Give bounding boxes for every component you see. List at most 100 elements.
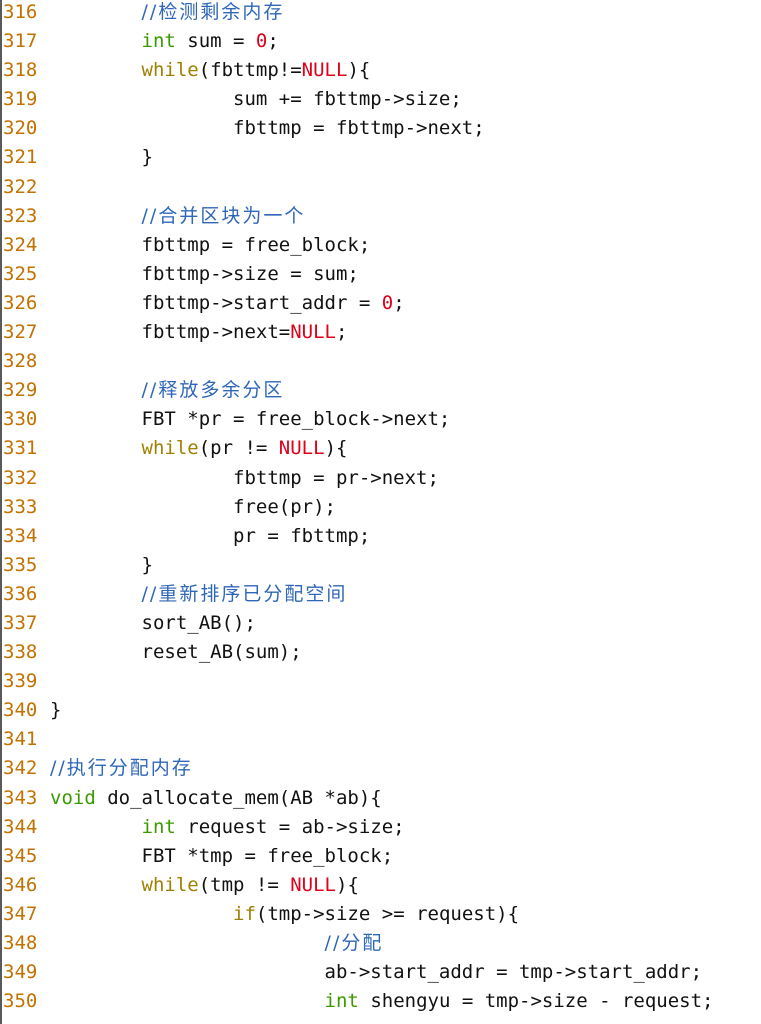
code-token-plain: ; — [393, 291, 405, 314]
code-line[interactable]: 338 reset_AB(sum); — [0, 638, 761, 667]
code-token-plain: sort_AB(); — [50, 611, 256, 634]
code-line[interactable]: 327 fbttmp->next=NULL; — [0, 318, 761, 347]
code-line[interactable]: 324 fbttmp = free_block; — [0, 231, 761, 260]
code-token-comment: //释放多余分区 — [141, 379, 285, 402]
code-line[interactable]: 343 void do_allocate_mem(AB *ab){ — [0, 784, 761, 813]
code-line[interactable]: 330 FBT *pr = free_block->next; — [0, 405, 761, 434]
code-line[interactable]: 337 sort_AB(); — [0, 609, 761, 638]
line-content: while(fbttmp!=NULL){ — [50, 56, 371, 85]
code-line[interactable]: 341 — [0, 725, 761, 754]
line-number: 338 — [3, 641, 38, 664]
code-token-plain — [50, 205, 142, 227]
code-token-plain: ){ — [347, 59, 371, 82]
line-content: pr = fbttmp; — [50, 522, 370, 551]
line-number: 317 — [3, 30, 38, 53]
line-content: free(pr); — [50, 493, 336, 522]
code-token-plain: fbttmp->next= — [50, 321, 291, 344]
code-token-const: NULL — [301, 59, 348, 82]
line-number: 340 — [3, 699, 38, 722]
code-line[interactable]: 325 fbttmp->size = sum; — [0, 260, 761, 289]
code-line[interactable]: 342//执行分配内存 — [0, 754, 761, 783]
line-number: 333 — [3, 495, 38, 518]
code-line[interactable]: 334 pr = fbttmp; — [0, 522, 761, 551]
code-token-plain: pr = fbttmp; — [50, 524, 371, 547]
code-line[interactable]: 347 if(tmp->size >= request){ — [0, 900, 761, 929]
line-content: fbttmp = pr->next; — [50, 464, 439, 493]
code-token-plain: do_allocate_mem(AB *ab){ — [95, 786, 382, 809]
code-token-plain — [50, 583, 142, 605]
code-token-plain: reset_AB(sum); — [50, 641, 302, 664]
line-number: 325 — [3, 262, 38, 285]
line-number: 350 — [3, 990, 38, 1013]
code-token-plain — [50, 379, 142, 401]
code-line[interactable]: 318 while(fbttmp!=NULL){ — [0, 56, 761, 85]
line-content: int shengyu = tmp->size - request; — [50, 987, 714, 1016]
code-line[interactable]: 336 //重新排序已分配空间 — [0, 580, 761, 609]
line-number: 343 — [3, 786, 38, 809]
line-content: sum += fbttmp->size; — [50, 85, 462, 114]
code-line[interactable]: 329 //释放多余分区 — [0, 376, 761, 405]
code-token-num: 0 — [381, 291, 394, 314]
code-line[interactable]: 349 ab->start_addr = tmp->start_addr; — [0, 958, 761, 987]
code-token-plain: fbttmp = free_block; — [50, 233, 371, 256]
line-content: fbttmp = fbttmp->next; — [50, 114, 485, 143]
code-line[interactable]: 332 fbttmp = pr->next; — [0, 464, 761, 493]
code-token-plain — [50, 874, 142, 896]
code-token-plain: FBT *tmp = free_block; — [50, 844, 394, 867]
code-token-keyword: if — [233, 902, 256, 925]
code-line[interactable]: 346 while(tmp != NULL){ — [0, 871, 761, 900]
code-line[interactable]: 340} — [0, 696, 761, 725]
code-line[interactable]: 339 — [0, 667, 761, 696]
code-line[interactable]: 335 } — [0, 551, 761, 580]
line-number: 349 — [3, 961, 38, 984]
line-number: 321 — [3, 146, 38, 169]
code-token-plain: shengyu = tmp->size - request; — [358, 990, 714, 1013]
line-content: //重新排序已分配空间 — [50, 580, 347, 609]
code-token-plain: (pr != — [198, 437, 279, 460]
code-line[interactable]: 328 — [0, 347, 761, 376]
code-line[interactable]: 326 fbttmp->start_addr = 0; — [0, 289, 761, 318]
code-token-plain: (tmp->size >= request){ — [255, 902, 520, 925]
line-number: 337 — [3, 611, 38, 634]
code-token-plain: fbttmp = fbttmp->next; — [50, 117, 485, 140]
code-line[interactable]: 319 sum += fbttmp->size; — [0, 85, 761, 114]
code-line[interactable]: 344 int request = ab->size; — [0, 813, 761, 842]
line-content: fbttmp = free_block; — [50, 231, 371, 260]
code-token-type: int — [141, 815, 176, 838]
line-content: //检测剩余内存 — [50, 0, 284, 27]
line-content: void do_allocate_mem(AB *ab){ — [50, 784, 382, 813]
code-line[interactable]: 316 //检测剩余内存 — [0, 0, 761, 27]
code-token-plain: ){ — [324, 437, 348, 460]
line-content: } — [50, 551, 153, 580]
code-line[interactable]: 333 free(pr); — [0, 493, 761, 522]
line-content: reset_AB(sum); — [50, 638, 302, 667]
code-line[interactable]: 320 fbttmp = fbttmp->next; — [0, 114, 761, 143]
code-line[interactable]: 317 int sum = 0; — [0, 27, 761, 56]
code-token-plain: (fbttmp!= — [198, 59, 302, 82]
line-content: FBT *tmp = free_block; — [50, 842, 394, 871]
code-line[interactable]: 348 //分配 — [0, 929, 761, 958]
line-content: while(tmp != NULL){ — [50, 871, 359, 900]
line-number: 341 — [3, 728, 38, 751]
code-line[interactable]: 323 //合并区块为一个 — [0, 202, 761, 231]
line-number: 342 — [3, 757, 38, 780]
code-token-plain: } — [50, 699, 62, 722]
code-token-plain: sum += fbttmp->size; — [50, 88, 462, 111]
code-line[interactable]: 331 while(pr != NULL){ — [0, 434, 761, 463]
code-token-type: int — [141, 30, 176, 53]
line-content: fbttmp->next=NULL; — [50, 318, 348, 347]
code-line[interactable]: 350 int shengyu = tmp->size - request; — [0, 987, 761, 1016]
code-line[interactable]: 321 } — [0, 143, 761, 172]
code-token-plain: ){ — [336, 873, 359, 896]
line-number: 335 — [3, 553, 38, 576]
line-number: 326 — [3, 291, 38, 314]
code-token-keyword: while — [141, 873, 199, 896]
code-token-plain: (tmp != — [198, 873, 291, 896]
line-number: 329 — [3, 379, 38, 402]
line-content: int sum = 0; — [50, 27, 279, 56]
code-line[interactable]: 322 — [0, 173, 761, 202]
code-token-plain — [50, 30, 142, 52]
code-line[interactable]: 345 FBT *tmp = free_block; — [0, 842, 761, 871]
